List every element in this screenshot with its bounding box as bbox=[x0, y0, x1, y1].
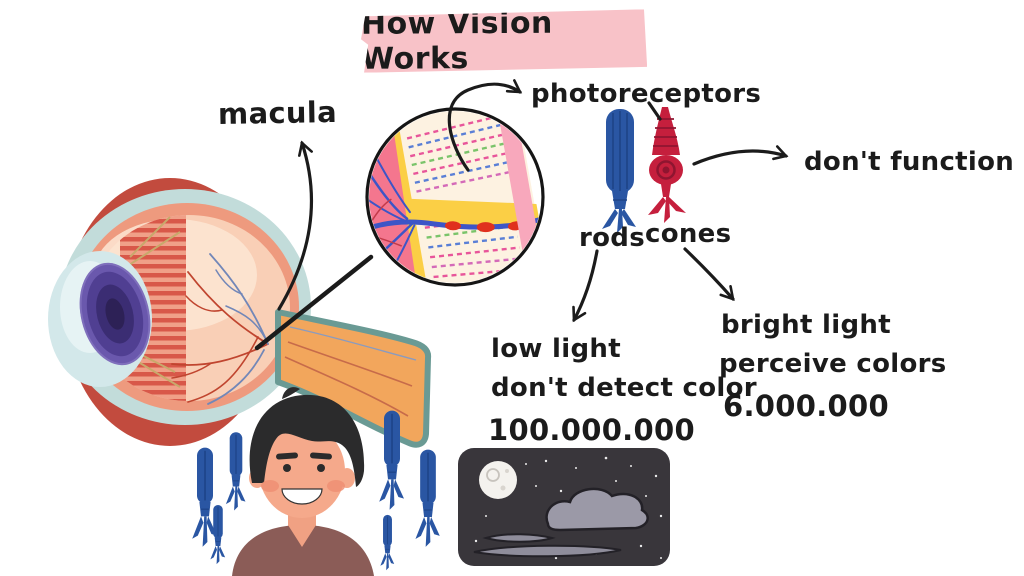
stars bbox=[474, 456, 663, 560]
page-title: How Vision Works bbox=[361, 9, 647, 72]
photoreceptor-cells bbox=[602, 107, 686, 233]
retina-layers bbox=[369, 111, 541, 283]
rods-fact-low-light: low light bbox=[491, 334, 621, 364]
moon-icon bbox=[479, 461, 517, 499]
eyebrow-right bbox=[310, 452, 332, 460]
label-cones: cones bbox=[645, 219, 732, 249]
hair-tuft bbox=[282, 387, 300, 399]
rods-count: 100.000.000 bbox=[488, 413, 695, 447]
label-macula: macula bbox=[217, 94, 338, 132]
night-sky-icon bbox=[458, 448, 670, 566]
title-text: How Vision Works bbox=[360, 5, 553, 77]
eye-left bbox=[283, 464, 291, 472]
label-dont-function: don't function bbox=[804, 147, 1015, 177]
face bbox=[259, 424, 345, 518]
hair bbox=[249, 394, 365, 487]
rods-fact-no-color: don't detect color bbox=[491, 373, 757, 403]
cone-cell-icon bbox=[648, 107, 686, 223]
cones-fact-colors: perceive colors bbox=[719, 349, 947, 379]
lens-iris bbox=[79, 262, 151, 366]
vneck bbox=[288, 525, 316, 547]
cones-fact-bright-light: bright light bbox=[721, 310, 891, 340]
retina-inset-icon bbox=[365, 107, 545, 287]
smile bbox=[281, 488, 323, 505]
blush-left bbox=[261, 480, 279, 492]
clouds bbox=[473, 487, 649, 558]
eye-right bbox=[317, 464, 325, 472]
label-photoreceptors: photoreceptors bbox=[531, 79, 762, 109]
cones-count: 6.000.000 bbox=[723, 389, 889, 423]
arrow-from-cones bbox=[683, 247, 735, 301]
blush-right bbox=[327, 480, 345, 492]
label-rods: rods bbox=[579, 223, 645, 253]
arrow-from-rods bbox=[572, 249, 599, 323]
shirt bbox=[232, 525, 374, 576]
rod-cell-icon bbox=[602, 109, 636, 233]
rod-cell-mini bbox=[209, 504, 226, 565]
red-blood-cells bbox=[444, 221, 524, 233]
eyebrow-left bbox=[276, 452, 298, 460]
smiling-man-icon bbox=[232, 387, 374, 576]
